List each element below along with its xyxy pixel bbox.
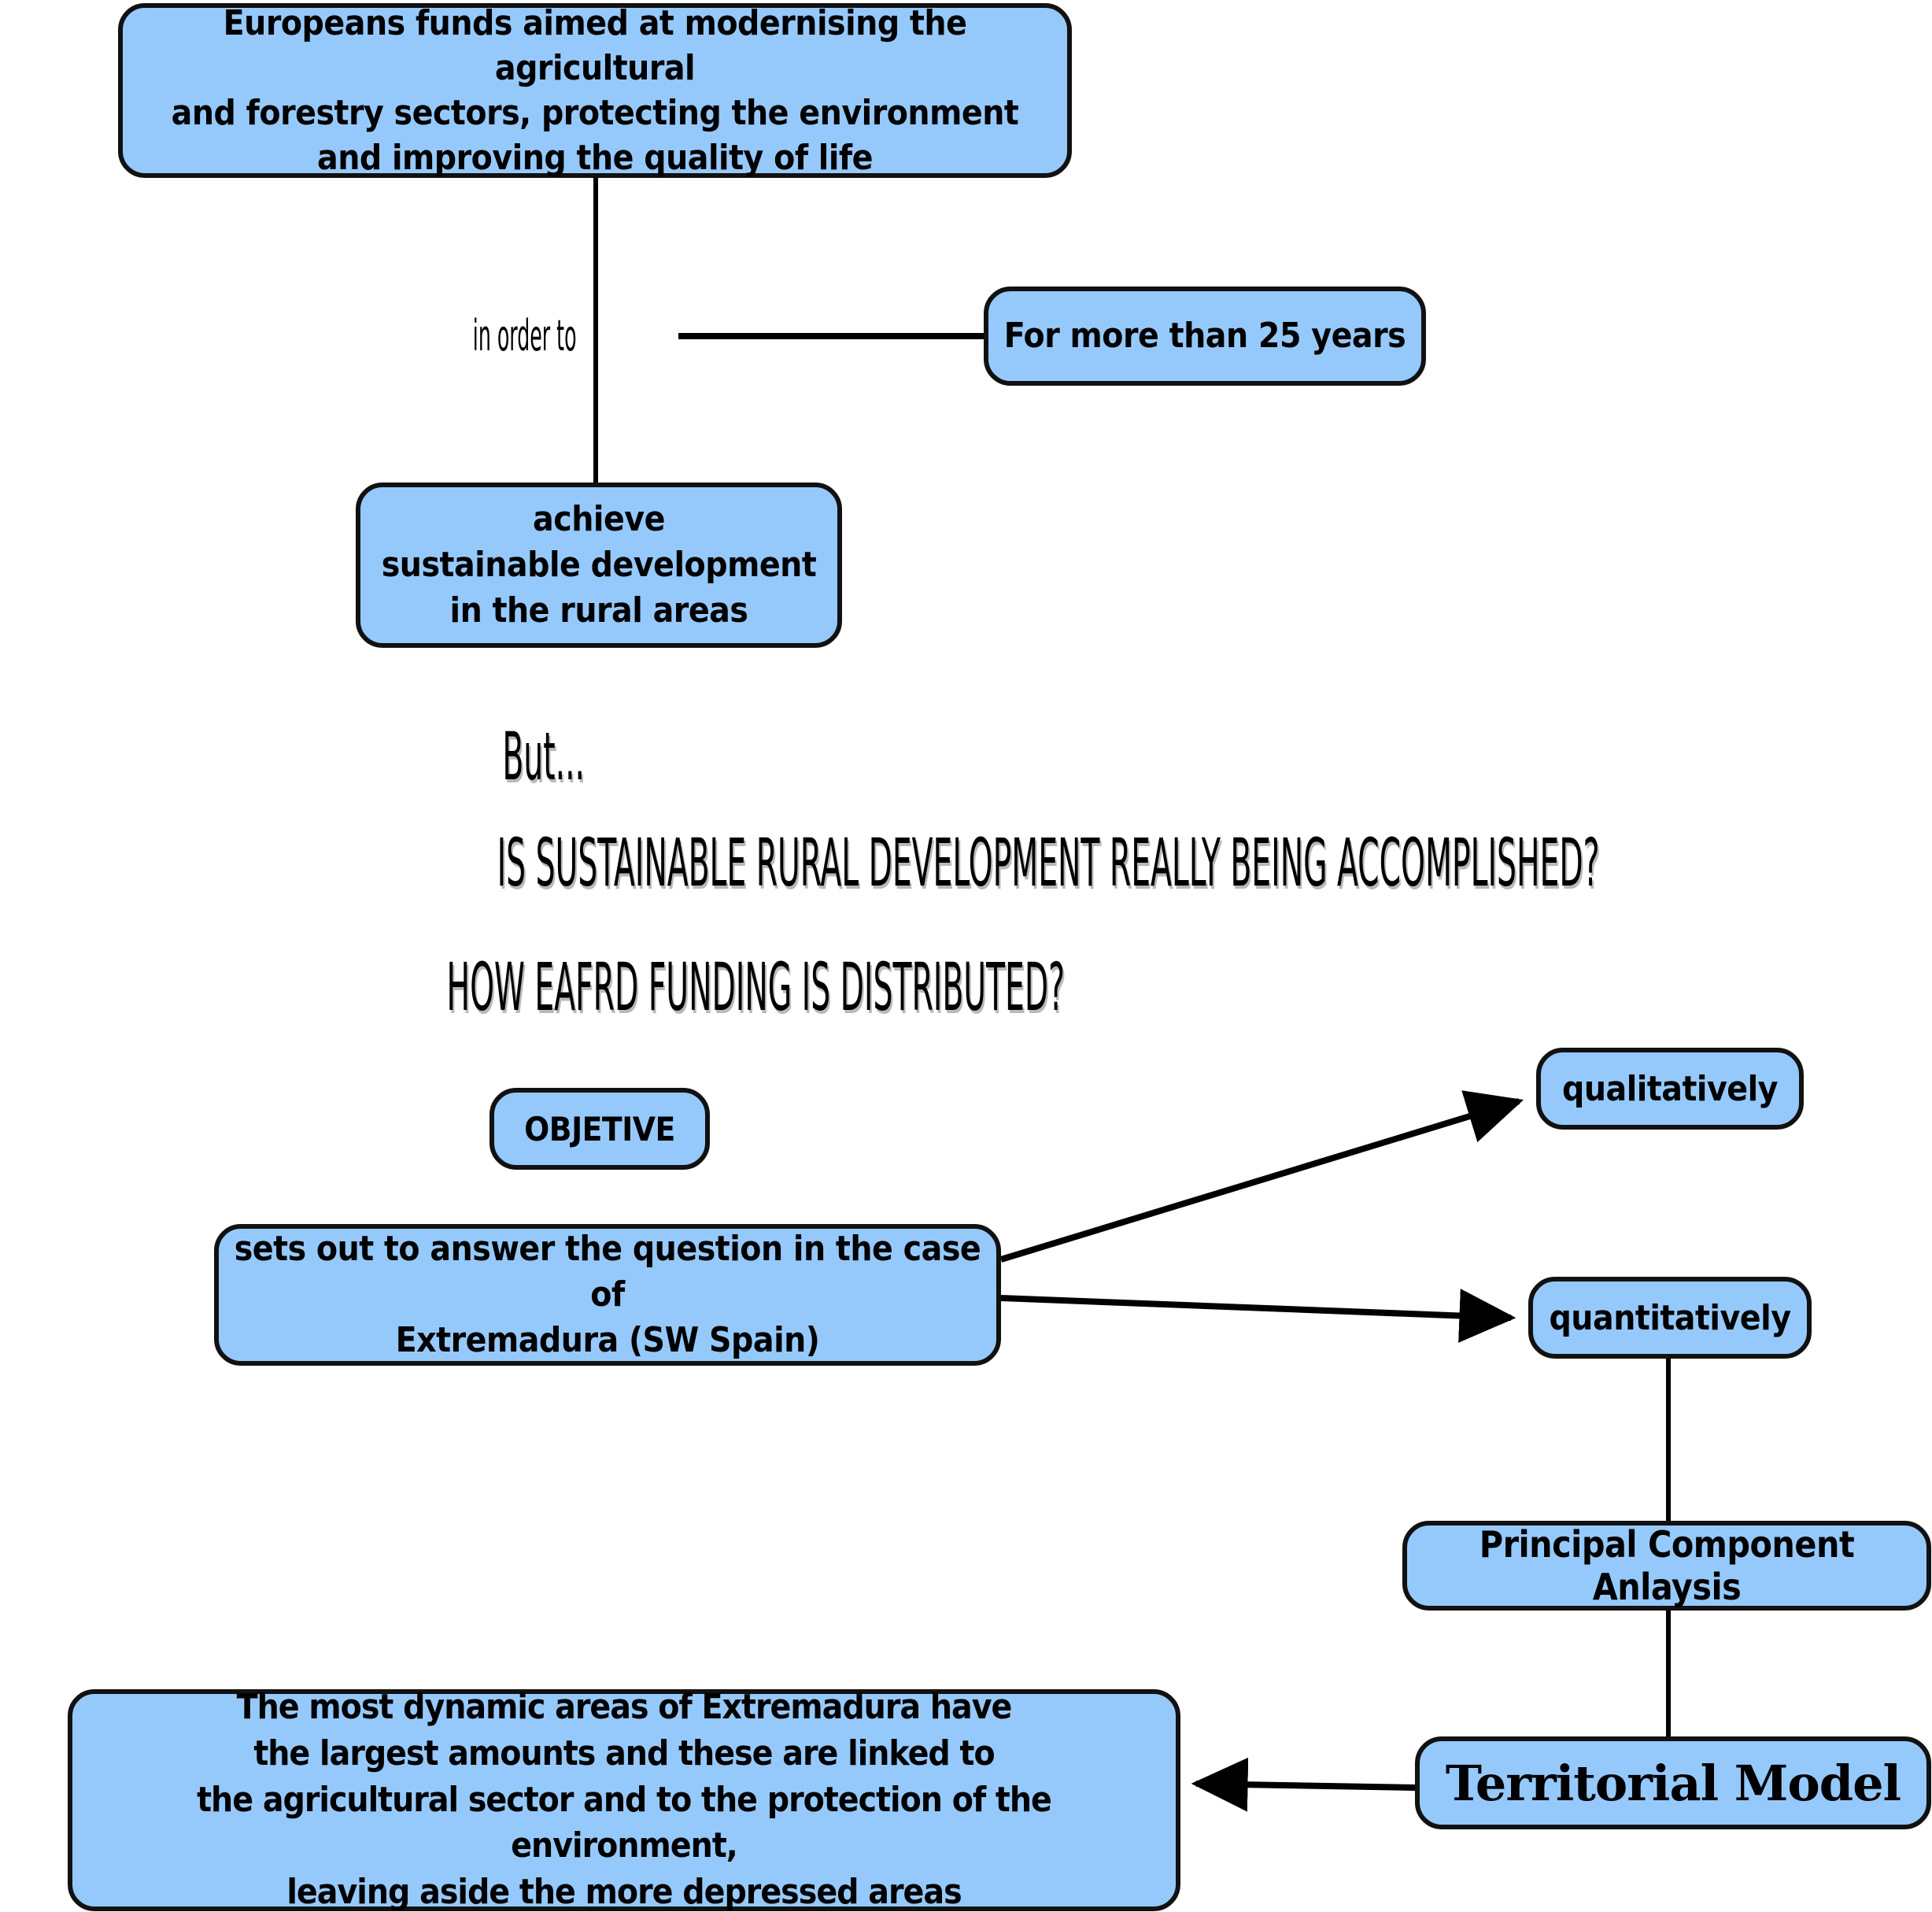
node-sets-out-to-answer-label: sets out to answer the question in the c…	[234, 1228, 981, 1361]
connector-territorial-model-to-conclusion	[1191, 1757, 1416, 1812]
node-territorial-model-label: Territorial Model	[1445, 1754, 1901, 1812]
heading-question-eafrd-funding-text: HOW EAFRD FUNDING IS DISTRIBUTED?	[446, 949, 1066, 1026]
label-but: But...	[464, 718, 622, 795]
node-achieve-sustainable-development-label: achieve sustainable development in the r…	[381, 498, 817, 631]
node-territorial-model[interactable]: Territorial Model	[1415, 1736, 1931, 1829]
node-for-more-than-25-years-label: For more than 25 years	[1003, 315, 1406, 356]
heading-question-sustainable-development: IS SUSTAINABLE RURAL DEVELOPMENT REALLY …	[0, 824, 1932, 901]
label-but-text: But...	[502, 718, 586, 795]
node-eu-funds-label: Europeans funds aimed at modernising the…	[171, 2, 1019, 179]
node-for-more-than-25-years[interactable]: For more than 25 years	[984, 287, 1426, 386]
node-objetive[interactable]: OBJETIVE	[489, 1088, 710, 1170]
node-eu-funds[interactable]: Europeans funds aimed at modernising the…	[118, 3, 1072, 178]
node-conclusion-label: The most dynamic areas of Extremadura ha…	[197, 1686, 1052, 1912]
connector-sets-out-to-quantitatively	[1000, 1289, 1516, 1343]
connector-sets-out-to-qualitatively	[999, 1090, 1524, 1263]
heading-question-eafrd-funding: HOW EAFRD FUNDING IS DISTRIBUTED?	[161, 949, 1350, 1026]
node-qualitatively-label: qualitatively	[1562, 1068, 1778, 1109]
node-quantitatively-label: quantitatively	[1549, 1297, 1791, 1338]
node-principal-component-analysis[interactable]: Principal Component Anlaysis	[1402, 1521, 1931, 1611]
node-conclusion[interactable]: The most dynamic areas of Extremadura ha…	[68, 1687, 1180, 1912]
label-in-order-to-text: in order to	[472, 311, 577, 361]
label-in-order-to: in order to	[425, 311, 624, 361]
node-qualitatively[interactable]: qualitatively	[1536, 1048, 1804, 1130]
node-quantitatively[interactable]: quantitatively	[1528, 1277, 1812, 1359]
node-principal-component-analysis-label: Principal Component Anlaysis	[1479, 1523, 1855, 1608]
node-achieve-sustainable-development[interactable]: achieve sustainable development in the r…	[356, 483, 842, 648]
node-sets-out-to-answer[interactable]: sets out to answer the question in the c…	[214, 1224, 1001, 1366]
heading-question-sustainable-development-text: IS SUSTAINABLE RURAL DEVELOPMENT REALLY …	[497, 824, 1600, 901]
node-objetive-label: OBJETIVE	[524, 1109, 675, 1148]
